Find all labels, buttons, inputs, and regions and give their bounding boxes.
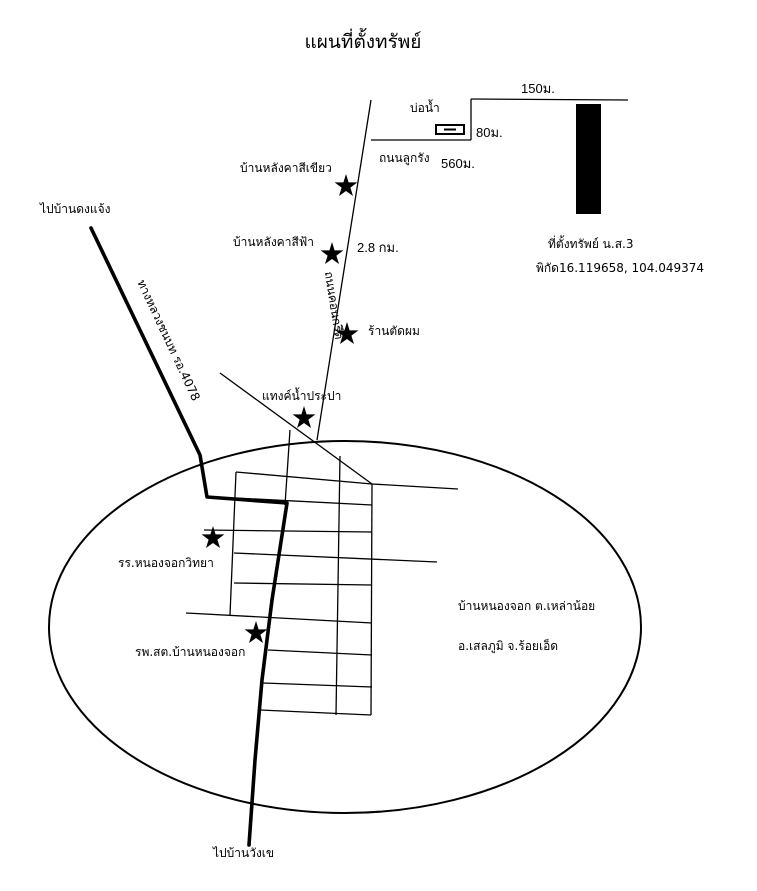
star-icon [335, 322, 359, 344]
map-title: แผนที่ตั้งทรัพย์ [305, 28, 422, 53]
distance-150-label: 150ม. [521, 81, 555, 96]
laterite-road-label: ถนนลูกรัง [379, 151, 430, 166]
star-icon [201, 526, 225, 548]
property-location-label: ที่ตั้งทรัพย์ น.ส.3 [548, 235, 633, 251]
school-label: รร.หนองจอกวิทยา [118, 556, 214, 570]
star-icon [334, 174, 358, 196]
star-icon [292, 406, 316, 428]
district-label: อ.เสลภูมิ จ.ร้อยเอ็ด [458, 638, 558, 654]
highway-road [89, 226, 289, 847]
distance-2-8km-label: 2.8 กม. [357, 240, 399, 255]
village-boundary [48, 440, 642, 814]
distance-560-label: 560ม. [441, 156, 475, 171]
health-center-label: รพ.สต.บ้านหนองจอก [135, 645, 245, 659]
star-icon [320, 242, 344, 264]
to-ban-wang-khe-label: ไปบ้านวังเข [212, 846, 274, 860]
barber-label: ร้านตัดผม [368, 324, 420, 338]
green-roof-house-label: บ้านหลังคาสีเขียว [240, 161, 332, 175]
village-street-grid [185, 372, 459, 716]
village-label: บ้านหนองจอก ต.เหล่าน้อย [458, 599, 595, 613]
to-ban-dong-saeng-label: ไปบ้านดงแจ้ง [39, 202, 111, 216]
star-icon [244, 621, 268, 643]
property-plot [576, 104, 601, 214]
blue-roof-house-label: บ้านหลังคาสีฟ้า [233, 235, 314, 249]
concrete-road [316, 99, 372, 441]
water-tank-label: แทงค์น้ำประปา [262, 387, 341, 403]
property-access-line [470, 98, 629, 101]
distance-80-label: 80ม. [476, 125, 503, 140]
pond-label: บ่อน้ำ [410, 99, 440, 115]
pond-icon [435, 124, 465, 135]
coordinates-label: พิกัด16.119658, 104.049374 [536, 261, 704, 275]
